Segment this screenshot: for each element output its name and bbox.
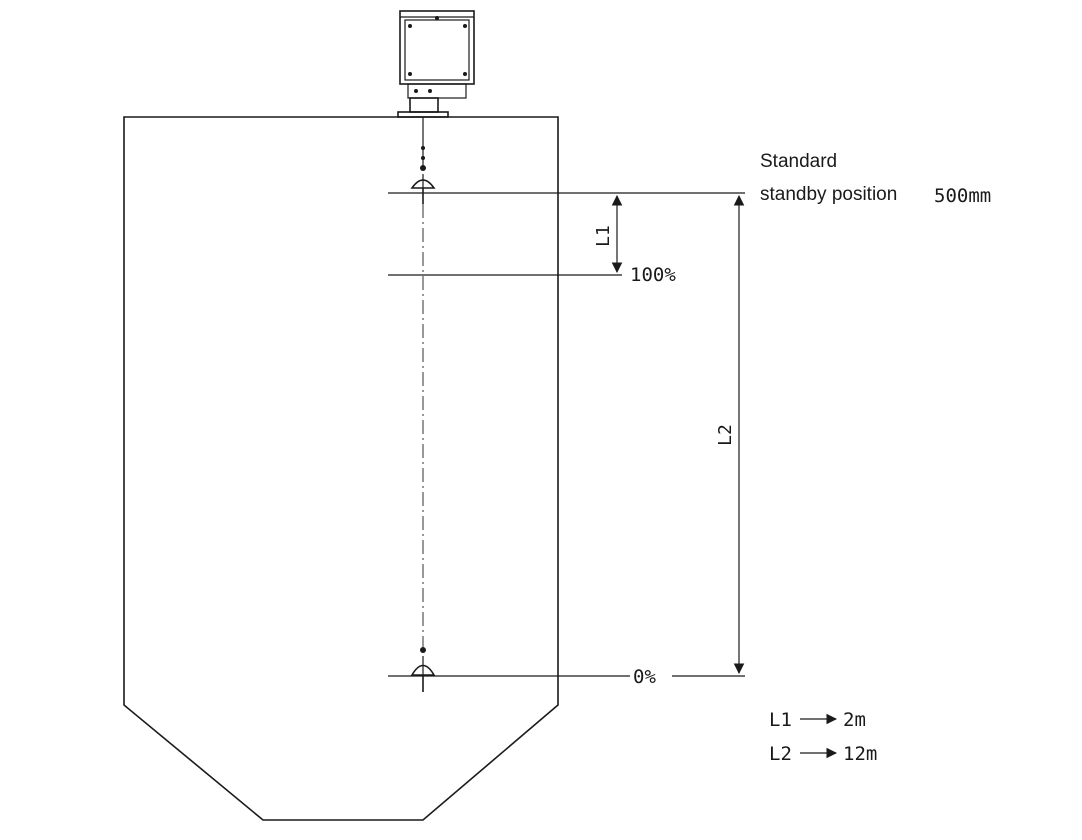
level-100-label: 100% <box>630 264 676 286</box>
plumb-weight-top-icon <box>410 165 436 204</box>
tank-outline <box>123 116 559 821</box>
legend: L1 2m L2 12m <box>769 709 877 765</box>
standby-position-label: standby position <box>760 184 897 205</box>
legend-l1-key: L1 <box>769 709 792 731</box>
level-0-label: 0% <box>633 666 656 688</box>
standard-label: Standard <box>760 151 837 172</box>
plumb-weight-bottom-icon <box>410 647 436 692</box>
dimension-l2-label: L2 <box>715 424 736 446</box>
legend-l2-key: L2 <box>769 743 792 765</box>
legend-l1-value: 2m <box>843 709 866 731</box>
legend-l2-value: 12m <box>843 743 877 765</box>
sensor-head-icon <box>397 10 475 118</box>
standby-value-label: 500mm <box>934 185 991 207</box>
dimension-l1-label: L1 <box>593 225 614 247</box>
